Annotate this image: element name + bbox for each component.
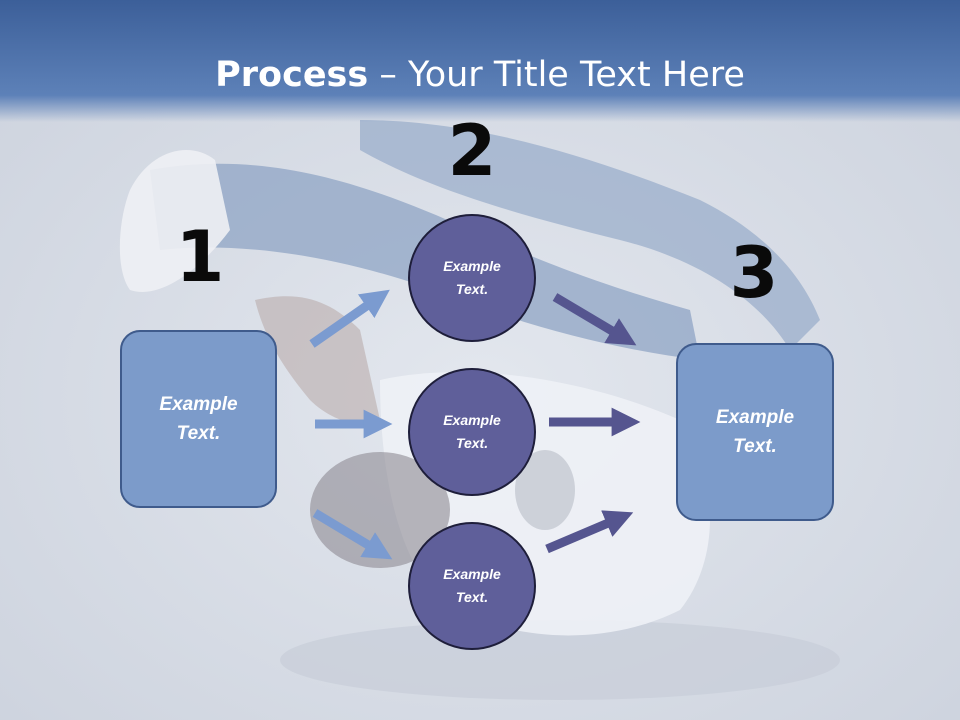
arrow-1-to-2a xyxy=(309,289,390,348)
step-number-2: 2 xyxy=(447,110,497,192)
step-2-circle-middle: Example Text. xyxy=(408,368,536,496)
step-1-box: Example Text. xyxy=(120,330,277,508)
step-2-text-bottom: Example Text. xyxy=(443,566,501,605)
slide-title: Process – Your Title Text Here xyxy=(0,52,960,98)
step-number-3: 3 xyxy=(729,232,779,314)
title-separator: – xyxy=(368,55,408,95)
step-2-circle-bottom: Example Text. xyxy=(408,522,536,650)
step-2-text-top: Example Text. xyxy=(443,258,501,297)
title-bar xyxy=(0,0,960,122)
title-rest: Your Title Text Here xyxy=(407,55,745,95)
step-2-circle-top: Example Text. xyxy=(408,214,536,342)
arrow-1-to-2c xyxy=(312,509,393,560)
step-3-text: Example Text. xyxy=(715,407,795,457)
step-1-text: Example Text. xyxy=(159,394,238,444)
step-number-1: 1 xyxy=(175,216,225,298)
title-bold: Process xyxy=(215,55,369,95)
step-3-box: Example Text. xyxy=(676,343,834,521)
arrow-2a-to-3 xyxy=(552,293,637,346)
arrow-2c-to-3 xyxy=(545,510,634,554)
step-2-text-middle: Example Text. xyxy=(443,412,501,451)
